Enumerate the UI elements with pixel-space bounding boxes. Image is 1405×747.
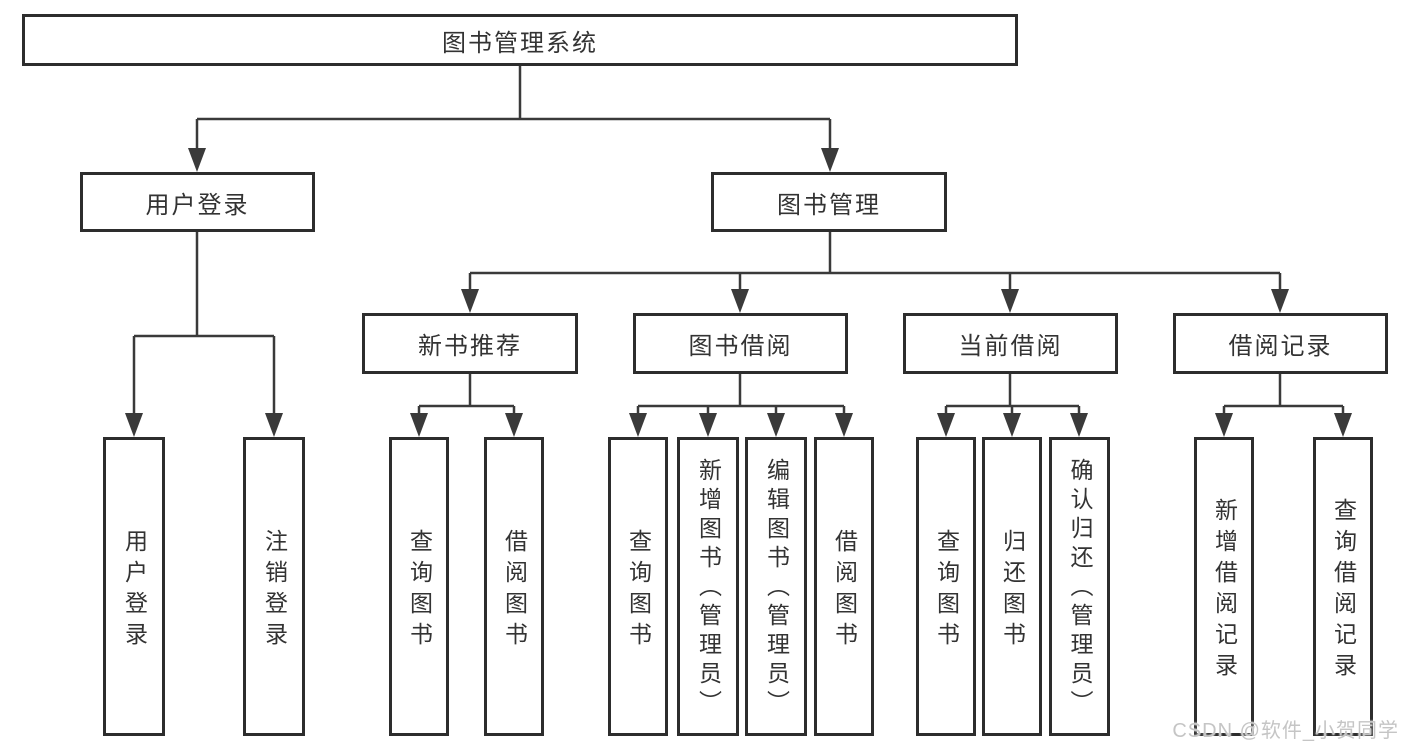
leaf-confirm-return-admin-label: 确认归还（管理员） — [1067, 458, 1093, 719]
node-book-borrowing-label: 图书借阅 — [688, 333, 793, 360]
leaf-query-books-current: 查询图书 — [916, 437, 976, 736]
leaf-query-books-recommend-label: 查询图书 — [406, 528, 433, 653]
node-book-management: 图书管理 — [711, 172, 947, 232]
watermark-csdn: CSDN @软件_小贺同学 — [1172, 720, 1399, 742]
leaf-query-books-recommend: 查询图书 — [389, 437, 449, 736]
leaf-logout: 注销登录 — [243, 437, 305, 736]
leaf-return-books: 归还图书 — [982, 437, 1042, 736]
leaf-query-borrow-record-label: 查询借阅记录 — [1330, 497, 1357, 684]
node-library-system: 图书管理系统 — [22, 14, 1018, 66]
node-user-login-label: 用户登录 — [145, 191, 250, 219]
leaf-borrow-books-recommend: 借阅图书 — [484, 437, 544, 736]
leaf-query-borrow-record: 查询借阅记录 — [1313, 437, 1373, 736]
leaf-add-borrow-record: 新增借阅记录 — [1194, 437, 1254, 736]
leaf-confirm-return-admin: 确认归还（管理员） — [1049, 437, 1110, 736]
leaf-borrow-books-recommend-label: 借阅图书 — [501, 528, 528, 653]
leaf-add-books-admin: 新增图书（管理员） — [677, 437, 739, 736]
leaf-return-books-label: 归还图书 — [999, 528, 1026, 653]
node-current-borrowing-label: 当前借阅 — [958, 333, 1063, 360]
leaf-user-login-label: 用户登录 — [121, 528, 148, 653]
leaf-user-login: 用户登录 — [103, 437, 165, 736]
node-book-borrowing: 图书借阅 — [633, 313, 848, 374]
leaf-query-books-borrowing-label: 查询图书 — [625, 528, 652, 653]
node-library-system-label: 图书管理系统 — [442, 29, 598, 57]
leaf-logout-label: 注销登录 — [261, 528, 288, 653]
leaf-edit-books-admin: 编辑图书（管理员） — [745, 437, 807, 736]
node-borrowing-records: 借阅记录 — [1173, 313, 1388, 374]
node-new-book-recommend-label: 新书推荐 — [418, 333, 522, 360]
node-current-borrowing: 当前借阅 — [903, 313, 1118, 374]
leaf-borrow-books-borrowing: 借阅图书 — [814, 437, 874, 736]
leaf-query-books-borrowing: 查询图书 — [608, 437, 668, 736]
node-user-login: 用户登录 — [80, 172, 315, 232]
leaf-query-books-current-label: 查询图书 — [933, 528, 960, 653]
leaf-add-books-admin-label: 新增图书（管理员） — [695, 458, 722, 719]
node-borrowing-records-label: 借阅记录 — [1228, 333, 1333, 360]
leaf-add-borrow-record-label: 新增借阅记录 — [1211, 497, 1238, 684]
leaf-borrow-books-borrowing-label: 借阅图书 — [831, 528, 858, 653]
node-new-book-recommend: 新书推荐 — [362, 313, 578, 374]
leaf-edit-books-admin-label: 编辑图书（管理员） — [763, 458, 790, 719]
node-book-management-label: 图书管理 — [777, 191, 881, 219]
